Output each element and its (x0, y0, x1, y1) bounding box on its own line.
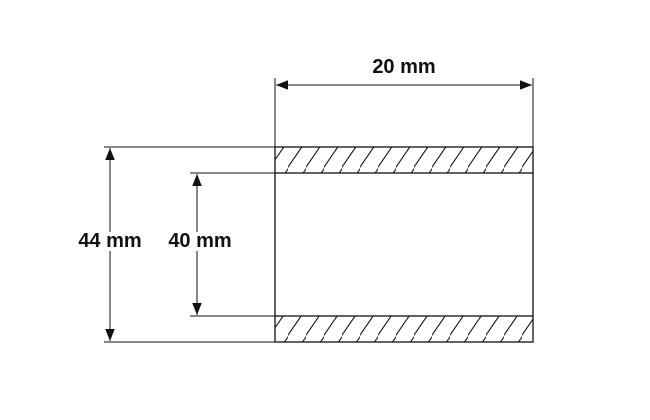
inner-diameter-label: 40 mm (168, 230, 231, 252)
width-label: 20 mm (372, 56, 435, 78)
bottom-wall-hatched (274, 315, 534, 343)
top-wall-hatched (274, 146, 534, 174)
outer-diameter-label: 44 mm (78, 230, 141, 252)
